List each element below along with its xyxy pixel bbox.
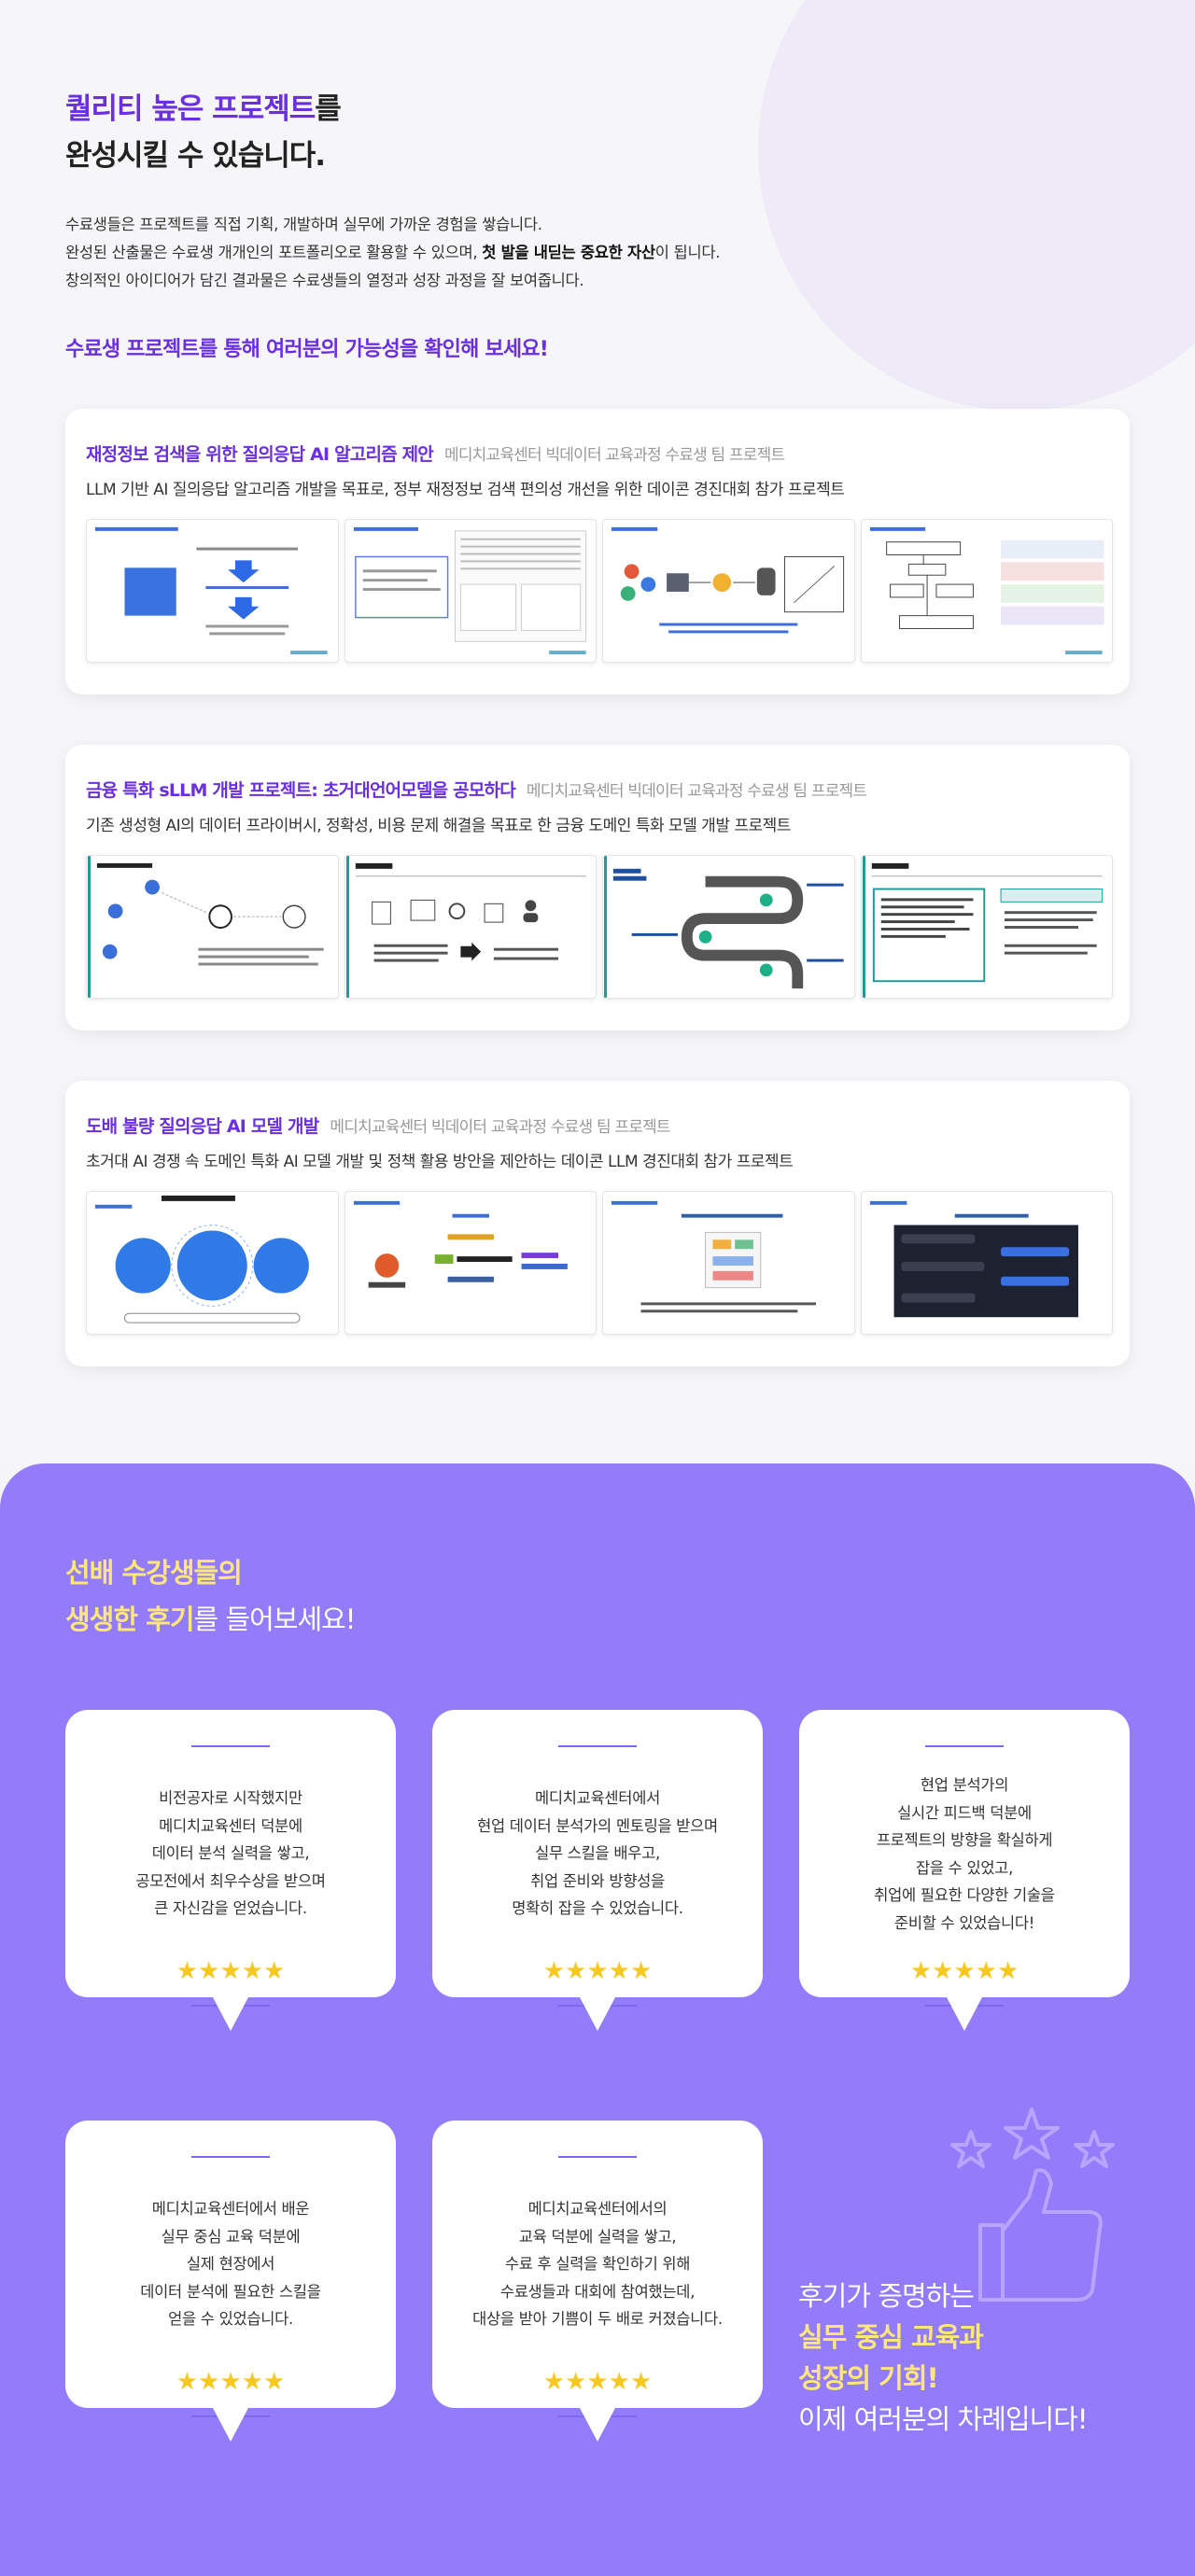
hero-title-line2: 완성시킬 수 있습니다.: [65, 139, 326, 173]
project-team: 메디치교육센터 빅데이터 교육과정 수료생 팀 프로젝트: [443, 446, 785, 465]
intro-line-2-bold: 첫 발을 내딛는 중요한 자산: [482, 244, 655, 261]
star-icon: ★★★★★: [542, 2368, 653, 2396]
review-card: 메디치교육센터에서 현업 데이터 분석가의 멘토링을 받으며 실무 스킬을 배우…: [432, 1710, 763, 2031]
divider: [191, 2005, 270, 2007]
divider: [925, 1745, 1004, 1747]
slide-diagram: [869, 526, 1104, 655]
review-card: 현업 분석가의 실시간 피드백 덕분에 프로젝트의 방향을 확실하게 잡을 수 …: [799, 1710, 1130, 2031]
slide-diagram: [611, 526, 845, 634]
project-card-header: 금융 특화 sLLM 개발 프로젝트: 초거대언어모델을 공모하다 메디치교육센터…: [86, 777, 867, 802]
closing-line-1: 후기가 증명하는: [798, 2280, 975, 2312]
divider: [191, 1745, 270, 1747]
project-description: 기존 생성형 AI의 데이터 프라이버시, 정확성, 비용 문제 해결을 목표로…: [86, 817, 791, 835]
project-card-2: 금융 특화 sLLM 개발 프로젝트: 초거대언어모델을 공모하다 메디치교육센터…: [65, 745, 1130, 1030]
project-slide-thumbnail: [860, 519, 1113, 663]
star-icon: ★★★★★: [542, 1957, 653, 1985]
project-description: LLM 기반 AI 질의응답 알고리즘 개발을 목표로, 정부 재정정보 검색 …: [86, 481, 845, 499]
project-description: 초거대 AI 경쟁 속 도메인 특화 AI 모델 개발 및 정책 활용 방안을 …: [86, 1153, 794, 1171]
project-thumbnails: [86, 519, 1113, 663]
project-slide-thumbnail: [602, 1191, 855, 1335]
review-text: 메디치교육센터에서 현업 데이터 분석가의 멘토링을 받으며 실무 스킬을 배우…: [477, 1789, 718, 1917]
cta-text: 수료생 프로젝트를 통해 여러분의 가능성을 확인해 보세요!: [65, 338, 549, 361]
project-slide-thumbnail: [860, 855, 1113, 999]
intro-line-2: 완성된 산출물은 수료생 개개인의 포트폴리오로 활용할 수 있으며, 첫 발을…: [65, 239, 720, 267]
project-slide-thumbnail: [602, 855, 855, 999]
hero-title: 퀄리티 높은 프로젝트를 완성시킬 수 있습니다.: [65, 86, 342, 179]
project-slide-thumbnail: [86, 519, 339, 663]
slide-diagram: [604, 856, 844, 998]
project-card-header: 재정정보 검색을 위한 질의응답 AI 알고리즘 제안 메디치교육센터 빅데이터 …: [86, 441, 785, 466]
divider: [558, 1745, 637, 1747]
project-slide-thumbnail: [860, 1191, 1113, 1335]
star-icon: ★★★★★: [176, 1957, 286, 1985]
project-slide-thumbnail: [344, 1191, 597, 1335]
divider: [191, 2415, 270, 2417]
reviews-title-highlight: 생생한 후기: [65, 1603, 194, 1635]
project-thumbnails: [86, 1191, 1113, 1335]
review-card: 비전공자로 시작했지만 메디치교육센터 덕분에 데이터 분석 실력을 쌓고, 공…: [65, 1710, 396, 2031]
project-team: 메디치교육센터 빅데이터 교육과정 수료생 팀 프로젝트: [330, 1118, 670, 1137]
hero-title-highlight: 퀄리티 높은 프로젝트: [65, 92, 316, 126]
slide-diagram: [611, 1200, 817, 1313]
review-text: 현업 분석가의 실시간 피드백 덕분에 프로젝트의 방향을 확실하게 잡을 수 …: [874, 1776, 1055, 1932]
reviews-title-line1: 선배 수강생들의: [65, 1557, 243, 1589]
project-title: 도배 불량 질의응답 AI 모델 개발: [86, 1116, 319, 1137]
slide-diagram: [345, 856, 586, 998]
project-thumbnails: [86, 855, 1113, 999]
star-icon: ★★★★★: [176, 2368, 286, 2396]
slide-diagram: [862, 856, 1103, 998]
intro-line-1: 수료생들은 프로젝트를 직접 기획, 개발하며 실무에 가까운 경험을 쌓습니다…: [65, 216, 542, 233]
review-text: 비전공자로 시작했지만 메디치교육센터 덕분에 데이터 분석 실력을 쌓고, 공…: [135, 1789, 326, 1917]
closing-line-2: 실무 중심 교육과: [798, 2321, 984, 2353]
decorative-circle: [758, 0, 1195, 411]
closing-message: 후기가 증명하는 실무 중심 교육과 성장의 기회! 이제 여러분의 차례입니다…: [798, 2275, 1089, 2440]
project-card-1: 재정정보 검색을 위한 질의응답 AI 알고리즘 제안 메디치교육센터 빅데이터 …: [65, 409, 1130, 694]
slide-diagram: [88, 856, 324, 998]
review-text: 메디치교육센터에서 배운 실무 중심 교육 덕분에 실제 현장에서 데이터 분석…: [140, 2200, 321, 2328]
review-card: 메디치교육센터에서의 교육 덕분에 실력을 쌓고, 수료 후 실력을 확인하기 …: [432, 2121, 763, 2442]
intro-line-2-a: 완성된 산출물은 수료생 개개인의 포트폴리오로 활용할 수 있으며,: [65, 244, 483, 261]
intro-line-3: 창의적인 아이디어가 담긴 결과물은 수료생들의 열정과 성장 과정을 잘 보여…: [65, 272, 584, 289]
project-team: 메디치교육센터 빅데이터 교육과정 수료생 팀 프로젝트: [526, 782, 867, 801]
project-slide-thumbnail: [602, 519, 855, 663]
slide-diagram: [869, 1200, 1078, 1318]
intro-line-2-c: 이 됩니다.: [654, 244, 721, 261]
review-card: 메디치교육센터에서 배운 실무 중심 교육 덕분에 실제 현장에서 데이터 분석…: [65, 2121, 396, 2442]
closing-line-3: 성장의 기회!: [798, 2362, 939, 2394]
closing-line-4: 이제 여러분의 차례입니다!: [798, 2403, 1089, 2435]
divider: [191, 2156, 270, 2158]
hero-title-rest: 를: [315, 92, 342, 126]
project-card-header: 도배 불량 질의응답 AI 모델 개발 메디치교육센터 빅데이터 교육과정 수료생…: [86, 1113, 671, 1138]
slide-diagram: [353, 526, 586, 655]
project-slide-thumbnail: [344, 519, 597, 663]
project-slide-thumbnail: [344, 855, 597, 999]
projects-section: 퀄리티 높은 프로젝트를 완성시킬 수 있습니다. 수료생들은 프로젝트를 직접…: [65, 0, 1195, 1366]
reviews-title-rest: 를 들어보세요!: [193, 1603, 357, 1635]
divider: [925, 2005, 1004, 2007]
divider: [558, 2156, 637, 2158]
reviews-section: 선배 수강생들의 생생한 후기를 들어보세요! 비전공자로 시작했지만 메디치교…: [0, 1463, 1195, 2576]
slide-diagram: [94, 1195, 309, 1323]
review-text: 메디치교육센터에서의 교육 덕분에 실력을 쌓고, 수료 후 실력을 확인하기 …: [472, 2200, 723, 2328]
divider: [558, 2005, 637, 2007]
project-card-3: 도배 불량 질의응답 AI 모델 개발 메디치교육센터 빅데이터 교육과정 수료생…: [65, 1081, 1130, 1366]
project-slide-thumbnail: [86, 855, 339, 999]
star-icon: ★★★★★: [909, 1957, 1019, 1985]
divider: [558, 2415, 637, 2417]
project-title: 재정정보 검색을 위한 질의응답 AI 알고리즘 제안: [86, 444, 434, 465]
reviews-title: 선배 수강생들의 생생한 후기를 들어보세요!: [65, 1549, 357, 1643]
intro-text: 수료생들은 프로젝트를 직접 기획, 개발하며 실무에 가까운 경험을 쌓습니다…: [65, 211, 720, 295]
project-slide-thumbnail: [86, 1191, 339, 1335]
thumbs-up-icon: [950, 2107, 1115, 2302]
slide-diagram: [353, 1200, 568, 1288]
project-title: 금융 특화 sLLM 개발 프로젝트: 초거대언어모델을 공모하다: [86, 780, 516, 801]
slide-diagram: [94, 526, 328, 655]
